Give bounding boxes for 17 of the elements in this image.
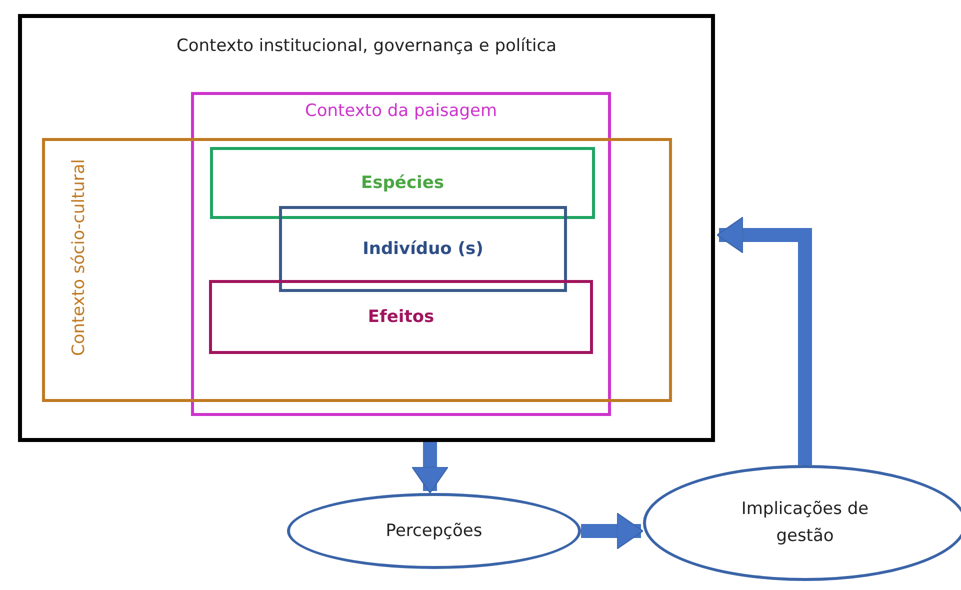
node-label: Indivíduo (s) [362, 239, 484, 259]
concept-box [279, 206, 567, 292]
concept-box [210, 147, 595, 219]
block-arrow [581, 512, 644, 550]
node-label: Efeitos [368, 307, 434, 327]
node-label: Contexto sócio-cultural [69, 159, 89, 356]
node-label: Percepções [386, 521, 482, 541]
node-label: Implicações de gestão [740, 498, 870, 548]
node-label: Contexto da paisagem [304, 101, 498, 121]
block-arrow [716, 216, 812, 465]
concept-box [209, 280, 593, 354]
group-box [18, 14, 715, 442]
node-label: Contexto institucional, governança e política [176, 36, 558, 56]
group-box [42, 138, 672, 402]
node-label: Espécies [361, 173, 444, 193]
block-arrow [412, 442, 448, 494]
group-box [191, 92, 611, 416]
